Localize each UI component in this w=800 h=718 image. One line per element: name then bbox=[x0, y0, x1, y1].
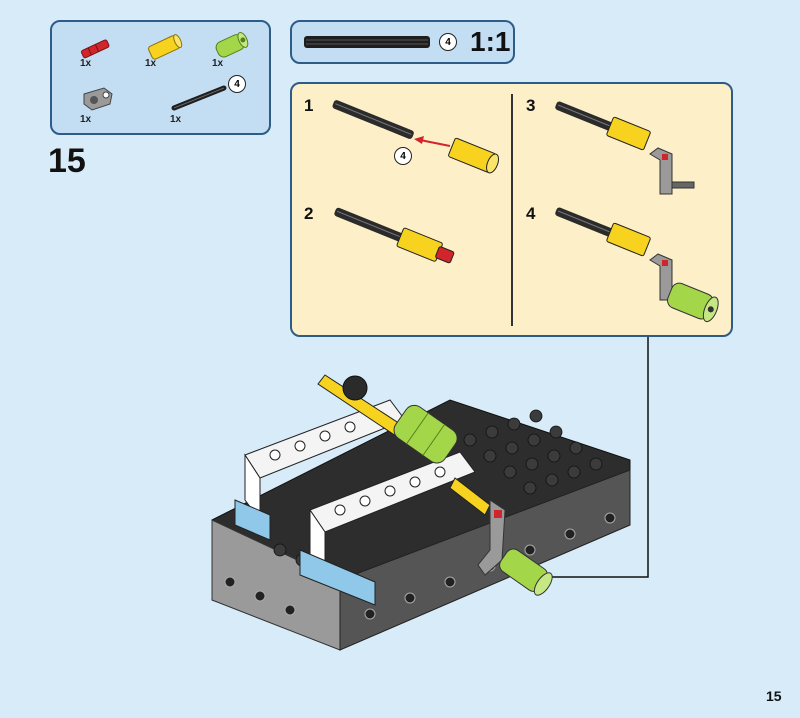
part-qty: 1x bbox=[170, 114, 182, 125]
substep-number: 3 bbox=[526, 96, 536, 115]
axle-icon bbox=[332, 100, 414, 139]
part-qty: 1x bbox=[80, 114, 92, 125]
red-arrow-icon bbox=[414, 136, 451, 147]
page-number: 15 bbox=[766, 688, 782, 704]
axle-length-badge: 4 bbox=[439, 33, 457, 51]
substep-number: 1 bbox=[304, 96, 314, 115]
red-axle-connector-icon bbox=[80, 39, 110, 59]
scale-label: 1:1 bbox=[470, 26, 511, 57]
axle-scale-icon bbox=[304, 36, 430, 48]
axle-with-crank-icon bbox=[555, 101, 695, 195]
substeps-panel: 1 4 2 3 bbox=[290, 82, 733, 337]
axle-length-badge: 4 bbox=[394, 147, 412, 165]
scale-box: 4 1:1 bbox=[290, 20, 515, 64]
substep-number: 2 bbox=[304, 204, 314, 223]
yellow-axle-pin-icon bbox=[448, 137, 500, 174]
black-axle-4-icon bbox=[171, 85, 227, 111]
step-number: 15 bbox=[48, 142, 86, 180]
lime-bush-icon bbox=[215, 31, 249, 58]
axle-crank-bush-icon bbox=[555, 207, 719, 323]
parts-list-panel: 1x 1x 1x 1x 4 1x bbox=[50, 20, 271, 135]
part-qty: 1x bbox=[212, 58, 224, 69]
substep-divider bbox=[511, 94, 513, 326]
axle-length-badge: 4 bbox=[228, 75, 246, 93]
gray-crank-beam-icon bbox=[83, 87, 113, 111]
substep-number: 4 bbox=[526, 204, 536, 223]
part-qty: 1x bbox=[145, 58, 157, 69]
axle-with-pin-icon bbox=[334, 207, 455, 264]
main-assembly-illustration bbox=[211, 374, 631, 651]
part-qty: 1x bbox=[80, 58, 92, 69]
yellow-axle-pin-icon bbox=[148, 34, 183, 60]
